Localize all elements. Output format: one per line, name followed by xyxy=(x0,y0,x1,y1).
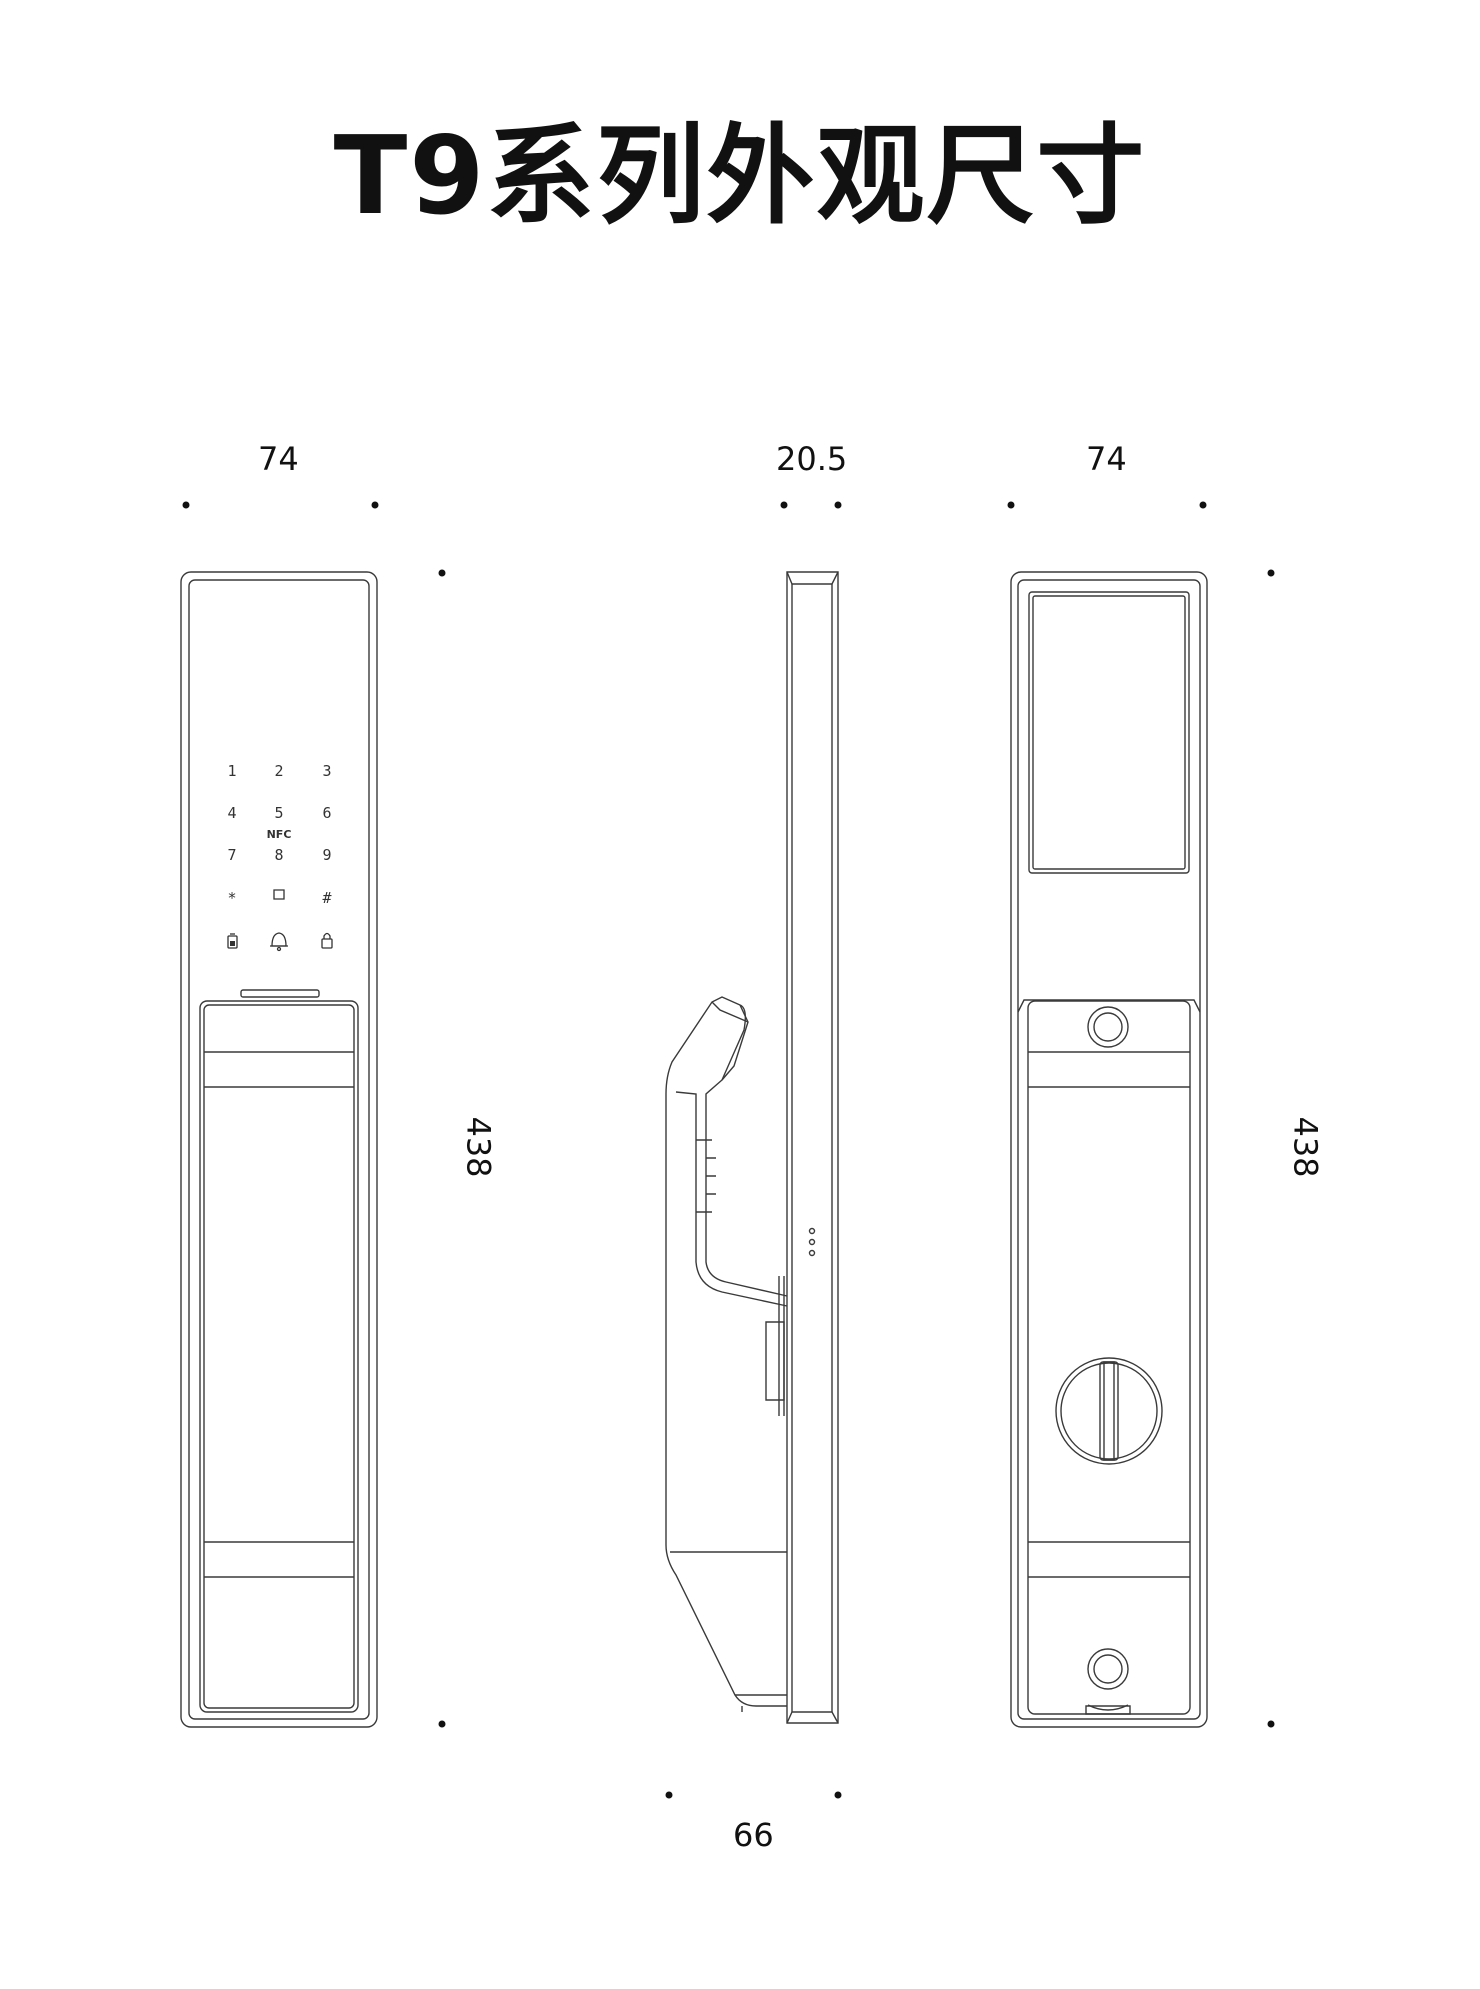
side-depth-label: 20.5 xyxy=(776,440,848,478)
key-4: 4 xyxy=(227,804,236,822)
dimension-dots xyxy=(182,501,1275,1799)
nfc-label: NFC xyxy=(267,828,292,841)
front-view: 1 2 3 4 5 6 NFC 7 8 9 * # xyxy=(181,572,377,1727)
key-8: 8 xyxy=(274,846,283,864)
key-5: 5 xyxy=(274,804,283,822)
keypad: 1 2 3 4 5 6 NFC 7 8 9 * # xyxy=(227,762,331,907)
back-view xyxy=(1011,572,1207,1727)
key-2: 2 xyxy=(274,762,283,780)
key-6: 6 xyxy=(322,804,331,822)
bottom-button xyxy=(1088,1649,1128,1689)
doorbell-icon xyxy=(270,933,288,951)
battery-icon xyxy=(228,934,237,948)
front-width-label: 74 xyxy=(258,440,299,478)
back-width-label: 74 xyxy=(1086,440,1127,478)
key-star: * xyxy=(227,889,236,907)
key-3: 3 xyxy=(322,762,331,780)
key-7: 7 xyxy=(227,846,236,864)
key-1: 1 xyxy=(227,762,236,780)
key-hash: # xyxy=(322,889,331,907)
handle-projection-label: 66 xyxy=(733,1816,774,1854)
lock-icon xyxy=(322,934,332,949)
side-view xyxy=(666,572,838,1723)
key-0-square xyxy=(274,890,284,899)
page-title: T9系列外观尺寸 xyxy=(333,114,1147,239)
top-button xyxy=(1088,1007,1128,1047)
key-9: 9 xyxy=(322,846,331,864)
thumb-turn-knob xyxy=(1056,1358,1162,1464)
